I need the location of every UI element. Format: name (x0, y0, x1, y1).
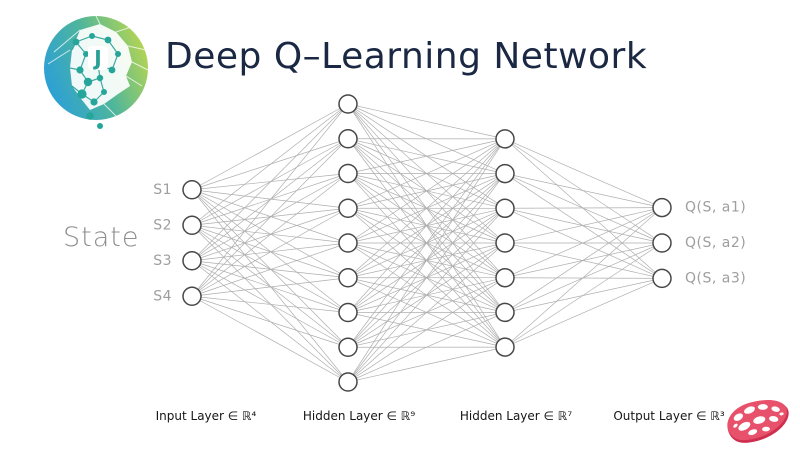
logo-mesh-lines-outer (47, 15, 149, 117)
neuron-hidden2-3 (495, 198, 515, 219)
neuron-hidden1-9 (338, 372, 358, 392)
neuron-output-1 (652, 197, 672, 218)
slide-title: Deep Q–Learning Network (165, 36, 648, 77)
neuron-output-3 (652, 268, 672, 289)
neuron-input-2 (182, 215, 202, 235)
neuron-hidden1-5 (338, 233, 358, 253)
pink-mesh-shape (727, 400, 789, 443)
input-label-2: S2 (153, 217, 172, 233)
pink-mesh-logo-icon (727, 400, 789, 443)
neuron-hidden1-3 (338, 163, 358, 184)
svg-text:J: J (92, 46, 101, 70)
output-label-3: Q(S, a3) (685, 270, 746, 286)
neuron-hidden2-2 (495, 163, 515, 184)
output-label-1: Q(S, a1) (685, 200, 746, 216)
edge-lines (191, 103, 663, 383)
neuron-hidden1-2 (338, 129, 358, 149)
neuron-hidden1-8 (338, 337, 358, 357)
neuron-hidden2-6 (495, 302, 515, 323)
neuron-hidden1-4 (338, 198, 358, 218)
state-label: State (63, 222, 140, 253)
neuron-hidden2-4 (495, 233, 515, 253)
input-label-4: S4 (153, 288, 172, 304)
caption-hidden-layer-1: Hidden Layer ∈ ℝ⁹ (302, 409, 416, 423)
neuron-nodes (182, 94, 672, 392)
caption-output-layer: Output Layer ∈ ℝ³ (613, 409, 725, 423)
neuron-hidden1-1 (338, 94, 358, 114)
neuron-output-2 (652, 233, 672, 253)
logo-letter-j: J (88, 46, 108, 70)
neuron-input-3 (182, 251, 202, 271)
neuron-hidden2-5 (495, 267, 515, 288)
brand-logo-icon: J (44, 15, 149, 129)
neuron-input-4 (182, 286, 202, 306)
neuron-hidden2-1 (495, 129, 515, 149)
caption-input-layer: Input Layer ∈ ℝ⁴ (155, 409, 257, 423)
input-label-1: S1 (153, 182, 172, 198)
pink-mesh-holes (733, 404, 784, 436)
input-label-3: S3 (153, 253, 172, 269)
neuron-input-1 (182, 180, 202, 200)
neuron-hidden2-7 (495, 337, 515, 357)
neuron-hidden1-6 (338, 268, 358, 288)
output-label-2: Q(S, a2) (685, 235, 746, 251)
neuron-hidden1-7 (338, 302, 358, 323)
caption-hidden-layer-2: Hidden Layer ∈ ℝ⁷ (459, 409, 573, 423)
